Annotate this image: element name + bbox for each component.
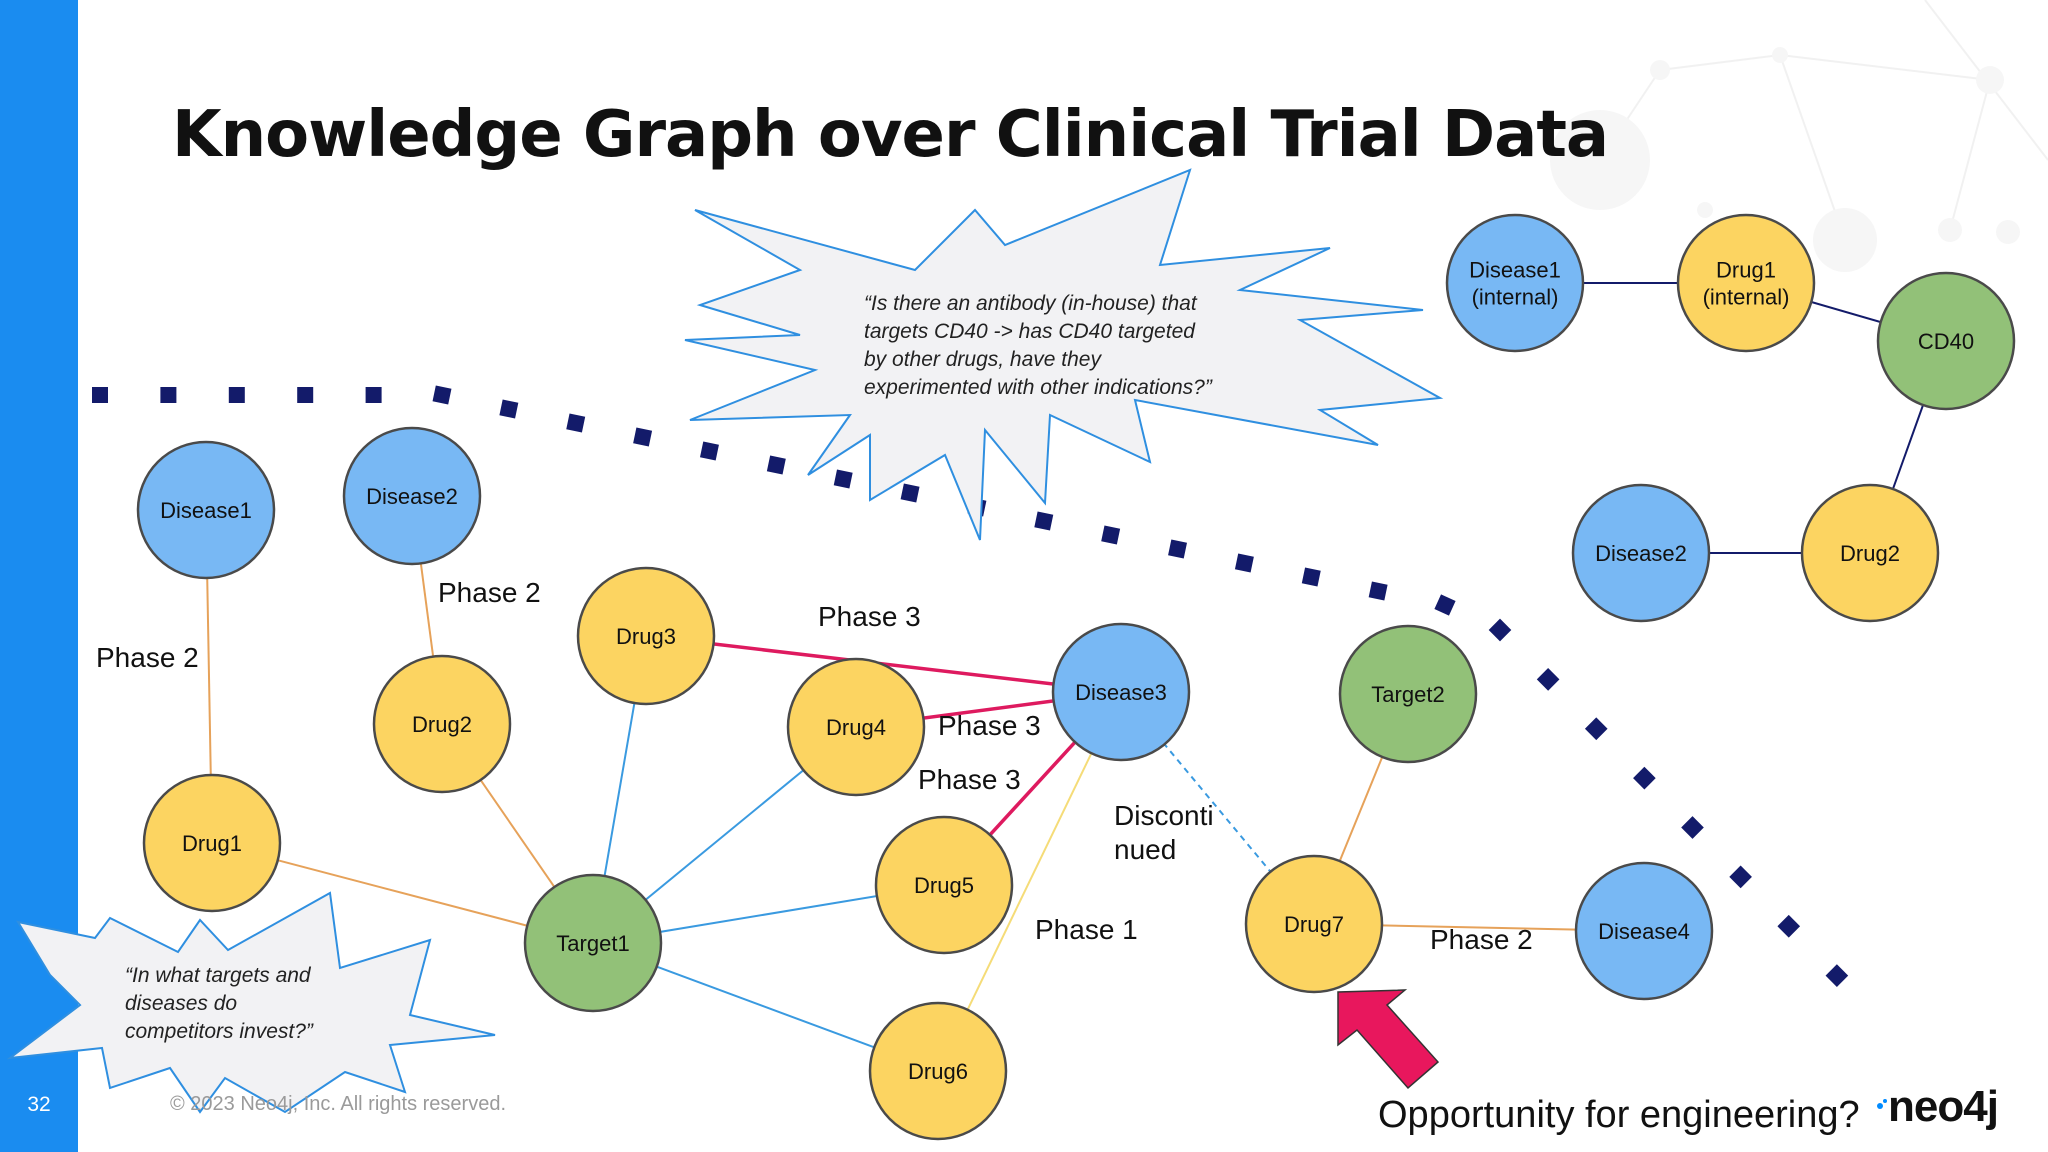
node-drug1-internal[interactable]: Drug1(internal)	[1676, 213, 1816, 353]
node-disease3[interactable]: Disease3	[1051, 622, 1191, 762]
node-label: (internal)	[1472, 285, 1559, 310]
divider-dot	[766, 455, 786, 475]
copyright-footer: © 2023 Neo4j, Inc. All rights reserved.	[170, 1093, 507, 1115]
opportunity-question: Opportunity for engineering?	[1378, 1094, 1860, 1136]
node-drug5[interactable]: Drug5	[874, 815, 1014, 955]
node-label: Disease3	[1075, 680, 1167, 705]
divider-dot	[1633, 766, 1656, 790]
node-label: Drug5	[914, 873, 974, 898]
node-label: Drug1	[182, 831, 242, 856]
divider-dot	[499, 399, 519, 419]
node-label: Disease4	[1598, 919, 1690, 944]
divider-dot	[1034, 511, 1054, 531]
divider-dot	[1368, 581, 1388, 601]
node-label: Disease1	[1469, 258, 1561, 283]
node-drug2-right[interactable]: Drug2	[1800, 483, 1940, 623]
edge-label-phase2-b: Phase 2	[438, 577, 541, 608]
node-label: Drug1	[1716, 258, 1776, 283]
node-disease2-right[interactable]: Disease2	[1571, 483, 1711, 623]
divider-dot	[900, 483, 920, 503]
node-label: Drug4	[826, 715, 886, 740]
divider-dot	[1301, 567, 1321, 587]
dotted-divider-line	[92, 385, 1849, 987]
node-drug3[interactable]: Drug3	[576, 566, 716, 706]
divider-dot	[365, 387, 382, 403]
node-drug2[interactable]: Drug2	[372, 654, 512, 794]
node-disease1-internal[interactable]: Disease1(internal)	[1445, 213, 1585, 353]
divider-dot	[699, 441, 719, 461]
node-label: Drug2	[1840, 541, 1900, 566]
callout-text-line: competitors invest?”	[125, 1020, 314, 1043]
node-label: (internal)	[1703, 285, 1790, 310]
divider-dot	[1825, 964, 1849, 987]
divider-dot	[1434, 594, 1456, 616]
callout-text-line: “In what targets and	[125, 964, 312, 987]
node-label: Drug2	[412, 712, 472, 737]
node-drug4[interactable]: Drug4	[786, 657, 926, 797]
node-label: Drug7	[1284, 912, 1344, 937]
divider-dot	[833, 469, 853, 489]
node-target1[interactable]: Target1	[523, 873, 663, 1013]
callout-text-line: “Is there an antibody (in-house) that	[864, 292, 1198, 315]
divider-dot	[1168, 539, 1188, 559]
slide-number: 32	[27, 1093, 51, 1116]
node-drug1[interactable]: Drug1	[142, 773, 282, 913]
divider-dot	[432, 385, 452, 405]
divider-dot	[297, 387, 314, 403]
divider-dot	[566, 413, 586, 433]
neo4j-logo-icon	[1877, 1099, 1887, 1109]
divider-dot	[228, 387, 245, 403]
node-cd40[interactable]: CD40	[1876, 271, 2016, 411]
edge-labels: Phase 2 Phase 2 Phase 3 Phase 3 Phase 3 Disco…	[96, 577, 1533, 955]
divider-dot	[1101, 525, 1121, 545]
divider-dot	[1584, 717, 1608, 741]
background-network-decoration	[1550, 0, 2048, 272]
node-label: Target2	[1371, 682, 1444, 707]
node-disease4[interactable]: Disease4	[1574, 861, 1714, 1001]
callout-antibody-question: “Is there an antibody (in-house) that tar…	[684, 168, 1444, 541]
edge-drug6-disease3	[937, 691, 1122, 1072]
edge-label-phase3-c: Phase 3	[918, 764, 1021, 795]
node-label: Disease2	[366, 484, 458, 509]
divider-dot	[1234, 553, 1254, 573]
edge-label-phase3-a: Phase 3	[818, 601, 921, 632]
callout-text-line: diseases do	[125, 992, 237, 1015]
neo4j-logo: neo4j	[1888, 1082, 1999, 1131]
node-label: Drug6	[908, 1059, 968, 1084]
node-drug7[interactable]: Drug7	[1244, 854, 1384, 994]
node-label: Drug3	[616, 624, 676, 649]
divider-dot	[1488, 618, 1512, 642]
edge-label-phase2-c: Phase 2	[1430, 924, 1533, 955]
page-title: Knowledge Graph over Clinical Trial Data	[172, 98, 1609, 172]
divider-dot	[633, 427, 653, 447]
edge-label-discontinued: nued	[1114, 834, 1176, 865]
node-label: Target1	[556, 931, 629, 956]
divider-dot	[1681, 816, 1704, 839]
edge-label-phase2-a: Phase 2	[96, 642, 199, 673]
node-label: CD40	[1918, 329, 1974, 354]
divider-dot	[1536, 668, 1560, 691]
divider-dot	[92, 387, 108, 403]
node-disease2[interactable]: Disease2	[342, 426, 482, 566]
callout-text-line: by other drugs, have they	[864, 348, 1102, 371]
divider-dot	[1729, 865, 1752, 889]
divider-dot	[160, 387, 177, 403]
node-disease1[interactable]: Disease1	[136, 440, 276, 580]
node-drug6[interactable]: Drug6	[868, 1001, 1008, 1141]
callout-text-line: experimented with other indications?”	[864, 376, 1213, 399]
callout-competitor-question: “In what targets and diseases do competito…	[6, 891, 496, 1114]
highlight-arrow-icon	[1337, 989, 1440, 1090]
edge-label-discontinued: Disconti	[1114, 800, 1214, 831]
node-label: Disease1	[160, 498, 252, 523]
divider-dot	[1777, 914, 1801, 938]
node-target2[interactable]: Target2	[1338, 624, 1478, 764]
edge-label-phase3-b: Phase 3	[938, 710, 1041, 741]
callout-text-line: targets CD40 -> has CD40 targeted	[864, 320, 1196, 343]
edge-label-phase1: Phase 1	[1035, 914, 1138, 945]
node-label: Disease2	[1595, 541, 1687, 566]
